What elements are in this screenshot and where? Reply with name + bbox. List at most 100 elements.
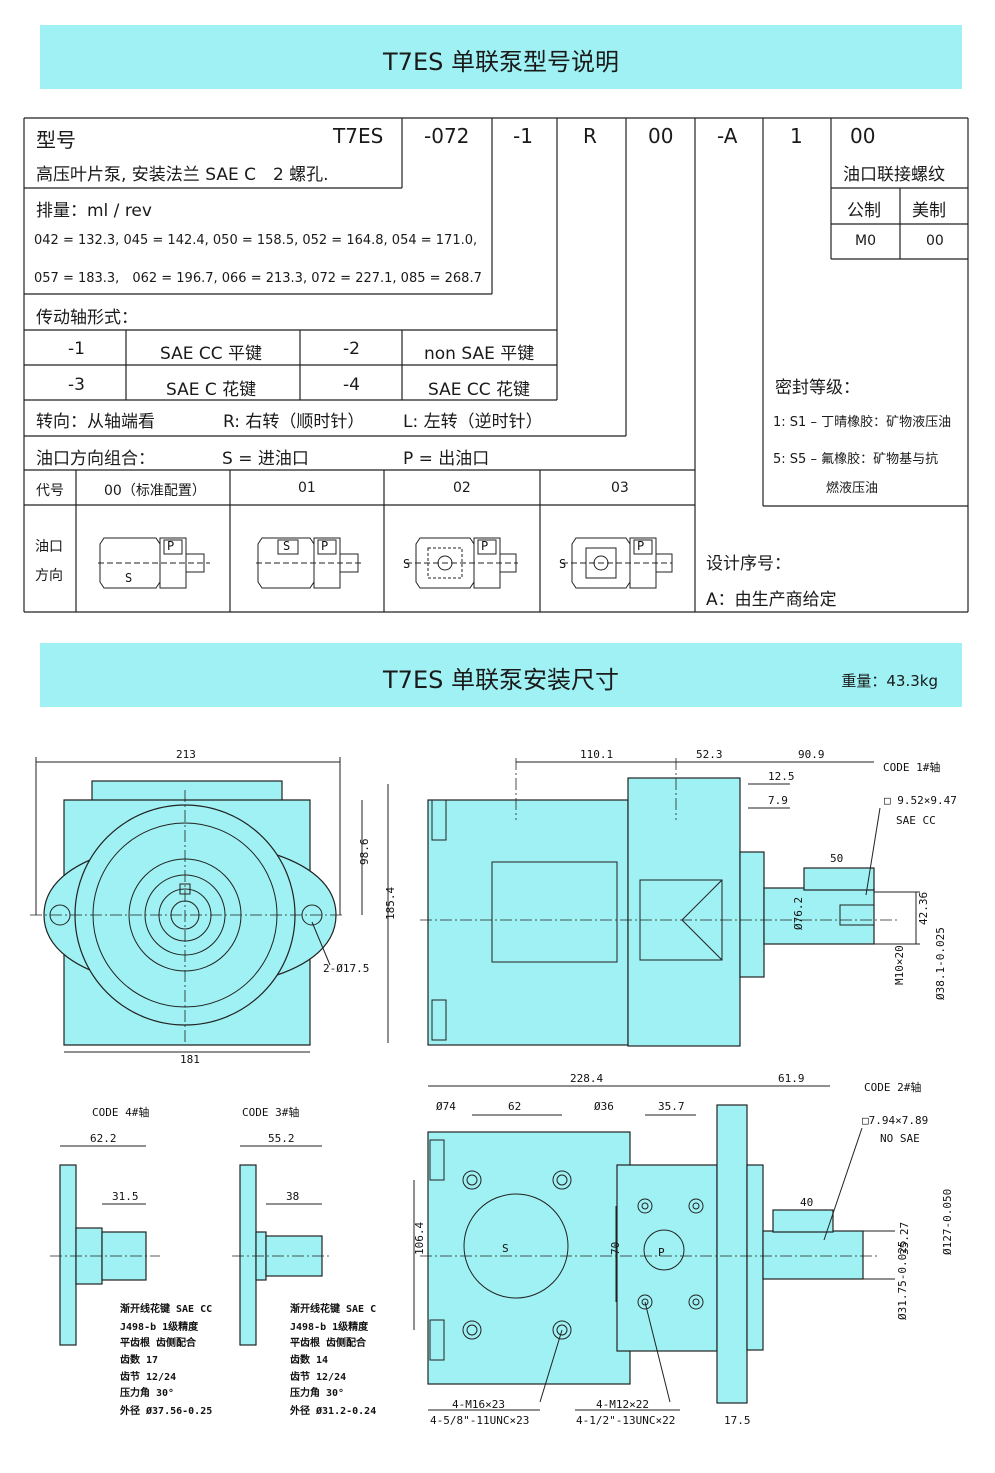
displacement-line2: 057 = 183.3, 062 = 196.7, 066 = 213.3, 0… xyxy=(34,271,482,286)
dim-side-d3: 90.9 xyxy=(798,748,825,761)
code4-spec: 齿节 12/24 xyxy=(120,1370,176,1383)
shaft-label: 传动轴形式： xyxy=(36,308,138,328)
shaft-desc: non SAE 平键 xyxy=(424,344,535,364)
port-p: P = 出油口 xyxy=(403,449,490,469)
code3-spec: 渐开线花键 SAE C xyxy=(290,1302,376,1315)
installation-drawing: .b { fill:#9ff1f3; stroke:#222; stroke-w… xyxy=(30,748,957,1427)
code4-spec: 外径 Ø37.56-0.25 xyxy=(119,1404,212,1417)
thread-col-imperial: 美制 xyxy=(912,201,946,221)
displacement-label: 排量：ml / rev xyxy=(36,201,152,221)
code4-l1: 62.2 xyxy=(90,1132,117,1145)
dim-front-h1: 98.6 xyxy=(358,839,371,866)
code4-spec: 压力角 30° xyxy=(120,1386,174,1399)
design-label: 设计序号： xyxy=(706,554,791,574)
port-01-s: S xyxy=(283,539,290,553)
code4-shaft: CODE 4#轴 62.2 31.5 渐开线花键 SAE CC J498-b 1… xyxy=(50,1105,212,1417)
port-row-label-1: 油口 xyxy=(35,539,63,555)
shaft-code: -4 xyxy=(343,375,360,395)
code-part-displacement: -072 xyxy=(424,124,470,148)
bottom-view: 228.4 61.9 Ø74 62 Ø36 35.7 106.4 70 S P … xyxy=(413,1072,954,1427)
code2-dia127: Ø127-0.050 xyxy=(941,1189,954,1255)
shaft-desc: SAE CC 平键 xyxy=(160,344,263,364)
dim-side-m: M10×20 xyxy=(893,945,906,985)
code3-spec: 齿数 14 xyxy=(290,1353,328,1366)
port-diagram-03 xyxy=(562,537,673,589)
dim-bottom-d70: 70 xyxy=(609,1242,622,1255)
port-diagram-00 xyxy=(98,537,210,589)
code3-spec: 压力角 30° xyxy=(290,1386,344,1399)
bolt2a: 4-M12×22 xyxy=(596,1398,649,1411)
code3-spec: 齿节 12/24 xyxy=(290,1370,346,1383)
code2-d: 35.27 xyxy=(898,1222,911,1255)
code4-spec: J498-b 1级精度 xyxy=(120,1320,199,1333)
shaft-desc: SAE C 花键 xyxy=(166,380,257,400)
code4-spec: 平齿根 齿侧配合 xyxy=(120,1336,197,1349)
shaft-desc: SAE CC 花键 xyxy=(428,380,531,400)
bolt1b: 4-5/8"-11UNC×23 xyxy=(430,1414,529,1427)
shaft-code: -1 xyxy=(68,339,85,359)
dim-side-d7: 42.36 xyxy=(917,892,930,925)
dim-side-dia38: Ø38.1-0.025 xyxy=(934,927,947,1000)
port-00-p: P xyxy=(167,539,174,553)
thread-col-metric: 公制 xyxy=(847,201,881,221)
code2-dia31: Ø31.75-0.025 xyxy=(896,1241,909,1320)
model-code-table: P S P S P S P S xyxy=(23,117,969,613)
code-part-rotation: R xyxy=(583,124,597,148)
model-title-banner: T7ES 单联泵型号说明 xyxy=(40,25,962,89)
dim-front-bottom: 181 xyxy=(180,1053,200,1066)
port-header-01: 01 xyxy=(298,480,316,496)
dim-bottom-d175: 17.5 xyxy=(724,1414,751,1427)
dim-side-dia76: Ø76.2 xyxy=(792,897,805,930)
port-p-label: P xyxy=(658,1246,665,1259)
code1-std: SAE CC xyxy=(896,814,936,827)
install-title-banner: T7ES 单联泵安装尺寸 重量：43.3kg xyxy=(40,643,962,707)
dim-bottom-l2: 61.9 xyxy=(778,1072,805,1085)
code4-spec: 渐开线花键 SAE CC xyxy=(120,1302,212,1315)
front-view: 213 181 98.6 185.4 2-Ø17.5 xyxy=(30,748,397,1066)
port-header-code: 代号 xyxy=(36,483,64,499)
code2-std: NO SAE xyxy=(880,1132,920,1145)
model-title: T7ES 单联泵型号说明 xyxy=(383,48,619,76)
rotation-left: L: 左转（逆时针） xyxy=(403,412,543,432)
port-header-03: 03 xyxy=(611,480,629,496)
side-view: 110.1 52.3 90.9 12.5 7.9 50 Ø76.2 42.36 … xyxy=(420,748,957,1047)
code-part-port: 00 xyxy=(648,124,674,148)
bolt1a: 4-M16×23 xyxy=(452,1398,505,1411)
dim-bottom-d74: Ø74 xyxy=(436,1100,456,1113)
seal-s5b: 燃液压油 xyxy=(826,481,879,496)
dim-front-width: 213 xyxy=(176,748,196,761)
code2-key: □7.94×7.89 xyxy=(862,1114,928,1127)
port-03-p: P xyxy=(637,539,644,553)
seal-s1: 1: S1 – 丁晴橡胶：矿物液压油 xyxy=(773,415,952,430)
port-s: S = 进油口 xyxy=(222,449,309,469)
design-value: A：由生产商给定 xyxy=(706,590,837,610)
dim-side-d4: 12.5 xyxy=(768,770,795,783)
dim-bottom-d62: 62 xyxy=(508,1100,521,1113)
code-part-design: -A xyxy=(717,124,738,148)
dim-side-d6: 50 xyxy=(830,852,843,865)
thread-val-metric: M0 xyxy=(855,233,876,249)
displacement-line1: 042 = 132.3, 045 = 142.4, 050 = 158.5, 0… xyxy=(34,233,478,248)
dim-side-d2: 52.3 xyxy=(696,748,723,761)
thread-val-imperial: 00 xyxy=(926,233,944,249)
port-00-s: S xyxy=(125,571,132,585)
code4-spec: 齿数 17 xyxy=(120,1353,158,1366)
port-header-02: 02 xyxy=(453,480,471,496)
seal-label: 密封等级： xyxy=(775,378,860,398)
code2-len: 40 xyxy=(800,1196,813,1209)
port-header-00: 00（标准配置） xyxy=(104,483,206,499)
code3-l2: 38 xyxy=(286,1190,299,1203)
port-diagram-02 xyxy=(406,537,518,589)
dim-bottom-l1: 228.4 xyxy=(570,1072,603,1085)
code3-shaft: CODE 3#轴 55.2 38 渐开线花键 SAE C J498-b 1级精度… xyxy=(232,1105,376,1417)
dim-front-h2: 185.4 xyxy=(384,887,397,920)
model-label: 型号 xyxy=(36,128,76,152)
dim-bottom-d106: 106.4 xyxy=(413,1222,426,1255)
code-part-series: T7ES xyxy=(333,124,384,148)
port-label: 油口方向组合： xyxy=(36,449,155,469)
code1-title: CODE 1#轴 xyxy=(883,760,940,774)
code3-title: CODE 3#轴 xyxy=(242,1105,299,1119)
code3-spec: J498-b 1级精度 xyxy=(290,1320,369,1333)
code3-l1: 55.2 xyxy=(268,1132,295,1145)
install-title: T7ES 单联泵安装尺寸 xyxy=(383,666,619,694)
